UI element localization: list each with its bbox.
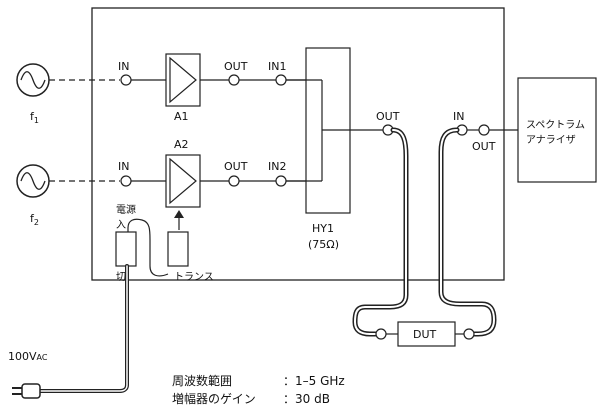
analyzer-box	[517, 77, 597, 183]
analyzer-line1: スペクトラム	[526, 119, 585, 131]
source-f1-label: f1	[30, 110, 39, 125]
spec-freq-value: ：1–5 GHz	[283, 374, 345, 388]
spec-freq-name: 周波数範囲	[172, 373, 232, 388]
a1-out-terminal	[228, 74, 240, 86]
power-switch	[115, 231, 137, 267]
power-section: 電源 入 切 トランス	[115, 203, 214, 283]
amplifier-a1-row: IN A1 OUT IN1	[118, 53, 322, 123]
analyzer-out-terminal	[478, 124, 490, 136]
specifications: 周波数範囲 ：1–5 GHz 増幅器のゲイン ：30 dB	[172, 373, 345, 406]
analyzer-line2: アナライザ	[526, 134, 576, 146]
sine-wave-icon	[20, 71, 46, 89]
a1-name: A1	[174, 110, 189, 123]
dut: DUT	[375, 321, 475, 347]
mains-label: 100VAC	[8, 350, 48, 363]
dut-label: DUT	[413, 328, 437, 341]
hy1-in2-terminal	[275, 175, 287, 187]
transformer-label: トランス	[174, 271, 214, 283]
signal-source-f1: f1	[16, 63, 50, 125]
signal-source-f2: f2	[16, 164, 50, 227]
hy1-in1-terminal	[275, 74, 287, 86]
a2-out-label: OUT	[224, 160, 248, 173]
main-enclosure	[91, 7, 505, 281]
amplifier-triangle-icon	[169, 157, 197, 205]
hy1-in2-label: IN2	[268, 160, 286, 173]
switch-wire	[127, 218, 169, 277]
dut-box	[397, 321, 456, 347]
hy1-name: HY1	[312, 222, 334, 235]
spec-gain-name: 増幅器のゲイン	[172, 391, 256, 406]
dut-in-terminal	[375, 328, 387, 340]
spec-gain-value: ：30 dB	[283, 392, 330, 406]
hy1-out-label: OUT	[376, 110, 400, 123]
spectrum-analyzer: スペクトラム アナライザ	[517, 77, 597, 183]
a2-in-label: IN	[118, 160, 129, 173]
amplifier-a2-row: IN A2 OUT IN2	[118, 138, 322, 208]
dut-out-terminal	[463, 328, 475, 340]
hy1-in1-label: IN1	[268, 60, 286, 73]
amplifier-triangle-icon	[169, 56, 197, 104]
a2-out-terminal	[228, 175, 240, 187]
analyzer-in-label: IN	[453, 110, 464, 123]
sine-wave-icon	[20, 172, 46, 190]
a1-out-label: OUT	[224, 60, 248, 73]
switch-off-label: 切	[116, 271, 126, 283]
a1-in-terminal	[120, 74, 132, 86]
arrow-up-icon	[174, 210, 184, 218]
hybrid-hy1: HY1 (75Ω)	[286, 47, 383, 251]
transformer	[167, 231, 189, 267]
a2-in-terminal	[120, 175, 132, 187]
source-f2-label: f2	[30, 212, 39, 227]
coax-cables	[352, 127, 497, 337]
a2-name: A2	[174, 138, 189, 151]
switch-top-label: 電源	[116, 203, 136, 216]
a1-in-label: IN	[118, 60, 129, 73]
amplifier-a2	[165, 154, 201, 208]
plug-icon	[21, 383, 41, 399]
hy1-impedance: (75Ω)	[308, 238, 339, 251]
analyzer-out-label: OUT	[472, 140, 496, 153]
switch-on-label: 入	[116, 220, 126, 231]
amplifier-a1	[165, 53, 201, 107]
mains-cord: 100VAC	[8, 264, 129, 399]
